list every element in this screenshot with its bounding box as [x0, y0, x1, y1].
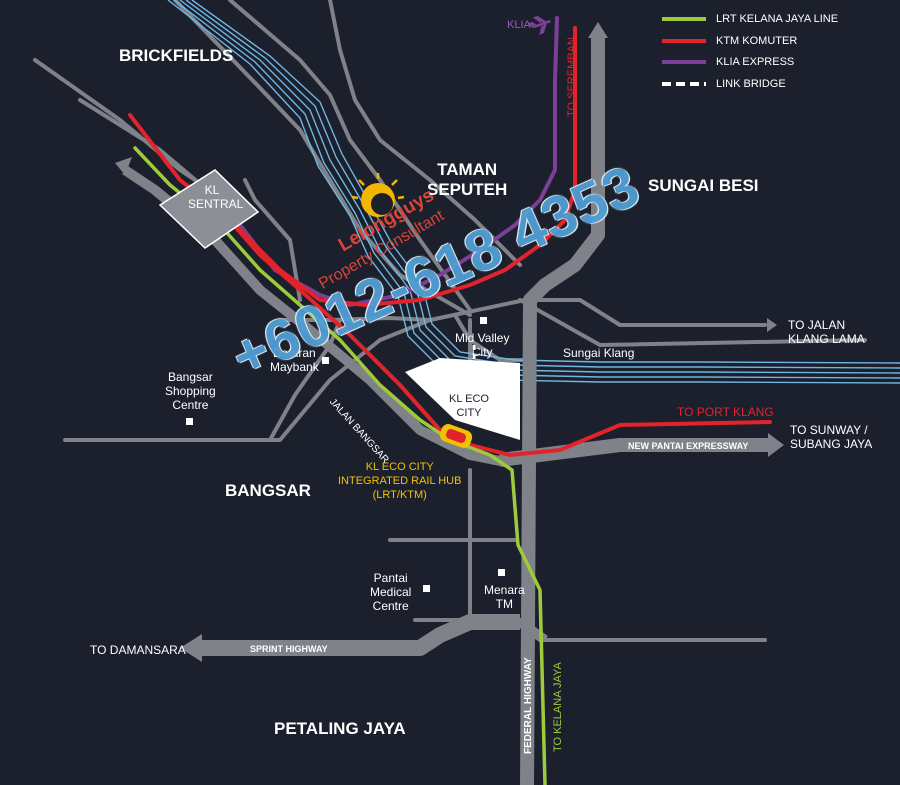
road-label-sprint-highway: SPRINT HIGHWAY — [250, 644, 328, 654]
area-bangsar: BANGSAR — [225, 481, 311, 500]
place-kl-eco-city: KL ECO CITY — [449, 393, 489, 419]
bangsar-shopping-centre-marker — [186, 418, 193, 425]
kl-sentral-box — [158, 169, 260, 249]
airplane-icon — [527, 15, 551, 35]
sun-logo-icon — [351, 173, 405, 217]
sprint-highway-road — [200, 614, 520, 656]
federal-highway-road — [520, 35, 605, 785]
new-pantai-expressway-road — [499, 438, 770, 467]
place-kl-sentral: KL SENTRAL — [188, 183, 244, 211]
place-klia: KLIA — [507, 19, 531, 31]
destination-to-kelana-jaya: TO KELANA JAYA — [552, 662, 564, 752]
destination-to-jalan-klang-lama: TO JALAN KLANG LAMA — [788, 318, 865, 346]
road-label-federal-highway: FEDERAL HIGHWAY — [523, 657, 534, 754]
legend-label-link-bridge: LINK BRIDGE — [716, 78, 786, 90]
legend-label-ktm: KTM KOMUTER — [716, 35, 798, 47]
road-arrows — [115, 22, 784, 662]
minor-roads — [33, 0, 867, 642]
area-taman-seputeh: TAMAN SEPUTEH — [427, 160, 508, 199]
legend-label-klia: KLIA EXPRESS — [716, 56, 795, 68]
destination-to-seremban: TO SEREMBAN — [566, 37, 578, 117]
legend-label-lrt: LRT KELANA JAYA LINE — [716, 13, 839, 25]
destination-to-port-klang: TO PORT KLANG — [677, 405, 774, 419]
place-menara-tm: Menara TM — [484, 583, 525, 611]
rail-hub-label: KL ECO CITY INTEGRATED RAIL HUB (LRT/KTM… — [338, 461, 462, 501]
place-pantai-medical-centre: Pantai Medical Centre — [370, 571, 412, 613]
area-sungai-besi: SUNGAI BESI — [648, 176, 759, 195]
kl-eco-city-block — [405, 358, 520, 440]
destination-to-damansara: TO DAMANSARA — [90, 643, 186, 657]
destination-to-sunway-subang-jaya: TO SUNWAY / SUBANG JAYA — [790, 423, 873, 451]
place-dataran-maybank: Dataran Maybank — [270, 346, 319, 374]
mid-valley-marker — [480, 317, 487, 324]
area-petaling-jaya: PETALING JAYA — [274, 719, 406, 738]
road-label-new-pantai-expressway: NEW PANTAI EXPRESSWAY — [628, 441, 749, 451]
dataran-maybank-marker — [322, 357, 329, 364]
ktm-komuter-line-south — [223, 213, 772, 457]
place-mid-valley-city: Mid Valley City — [455, 331, 510, 359]
menara-tm-marker — [498, 569, 505, 576]
place-sungai-klang: Sungai Klang — [563, 346, 635, 360]
place-bangsar-shopping-centre: Bangsar Shopping Centre — [165, 370, 216, 412]
pantai-medical-centre-marker — [423, 585, 430, 592]
area-brickfields: BRICKFIELDS — [119, 46, 234, 65]
